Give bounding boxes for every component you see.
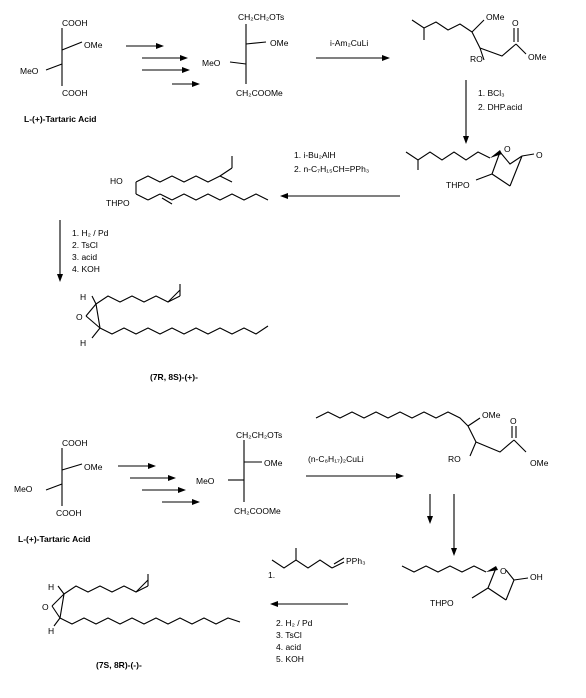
s1-reagent1: i-Am₂CuLi	[330, 38, 368, 48]
s2-inter1-meo: MeO	[196, 476, 215, 486]
s2-reagent1: (n-C₈H₁₇)₂CuLi	[308, 454, 364, 464]
s2-lactol-oh: OH	[530, 572, 543, 582]
s1-epoxide-h-top: H	[80, 292, 86, 302]
scheme1-tartaric-acid: COOH OMe MeO COOH L-(+)-Tartaric Acid	[20, 18, 103, 124]
scheme1: COOH OMe MeO COOH L-(+)-Tartaric Acid CH…	[20, 12, 547, 382]
scheme2-ylide: PPh₃ 1.	[268, 548, 366, 580]
s1-lactone-o-ring: O	[504, 144, 511, 154]
s2-cooh-bottom: COOH	[56, 508, 82, 518]
s1-inter1-meo: MeO	[202, 58, 221, 68]
scheme2-intermediate-ester: OMe RO O OMe	[315, 410, 549, 468]
s1-cooh-top: COOH	[62, 18, 88, 28]
s1-reagent4-step2: 2. TsCl	[72, 240, 98, 250]
s2-lactol-thpo: THPO	[430, 598, 454, 608]
scheme1-arrow-cuprate: i-Am₂CuLi	[316, 38, 390, 61]
s2-inter1-ome: OMe	[264, 458, 283, 468]
s1-start-name: L-(+)-Tartaric Acid	[24, 114, 97, 124]
s2-inter2-ome: OMe	[482, 410, 501, 420]
s2-start-name: L-(+)-Tartaric Acid	[18, 534, 91, 544]
s2-ch2ch2ots: CH₂CH₂OTs	[236, 430, 282, 440]
scheme2-arrow-cuprate: (n-C₈H₁₇)₂CuLi	[306, 454, 404, 479]
s1-epoxide-o: O	[76, 312, 83, 322]
s1-epoxide-h-bottom: H	[80, 338, 86, 348]
scheme1-lactone: O O THPO	[405, 144, 543, 190]
s1-reagent4-step3: 3. acid	[72, 252, 97, 262]
s2-inter2-ro: RO	[448, 454, 461, 464]
s1-inter2-ome-ester: OMe	[528, 52, 547, 62]
s2-ch2coome: CH₂COOMe	[234, 506, 281, 516]
scheme2: COOH OMe MeO COOH L-(+)-Tartaric Acid CH…	[14, 410, 549, 670]
scheme1-intermediate-ester: OMe RO O OMe	[411, 12, 547, 64]
s2-epoxide-h-bottom: H	[48, 626, 54, 636]
s1-reagent3-step1: 1. i-Bu₂AlH	[294, 150, 336, 160]
s1-reagent4-step1: 1. H₂ / Pd	[72, 228, 109, 238]
s1-reagent2-step2: 2. DHP.acid	[478, 102, 523, 112]
s1-inter2-o: O	[512, 18, 519, 28]
s1-alkene-thpo: THPO	[106, 198, 130, 208]
scheme2-arrows-down	[427, 494, 457, 556]
scheme1-alkene-alcohol: HO THPO	[106, 156, 269, 208]
s1-meo: MeO	[20, 66, 39, 76]
s1-inter1-ome: OMe	[270, 38, 289, 48]
scheme2-multistep-arrows	[118, 463, 200, 505]
scheme1-epoxide-product: H O H (7R, 8S)-(+)-	[76, 284, 269, 382]
s2-cooh-top: COOH	[62, 438, 88, 448]
s1-reagent2-step1: 1. BCl₃	[478, 88, 505, 98]
s2-meo: MeO	[14, 484, 33, 494]
s2-reagent2-step3: 3. TsCl	[276, 630, 302, 640]
s2-epoxide-o: O	[42, 602, 49, 612]
s2-epoxide-h-top: H	[48, 582, 54, 592]
s1-reagent3-step2: 2. n-C₇H₁₅CH=PPh₃	[294, 164, 369, 174]
s1-epoxide-name: (7R, 8S)-(+)-	[150, 372, 198, 382]
s1-lactone-thpo: THPO	[446, 180, 470, 190]
s2-lactol-o-ring: O	[500, 566, 507, 576]
s1-reagent4-step4: 4. KOH	[72, 264, 100, 274]
s2-reagent2-step4: 4. acid	[276, 642, 301, 652]
scheme2-arrow-wittig: 2. H₂ / Pd 3. TsCl 4. acid 5. KOH	[270, 601, 348, 664]
scheme1-multistep-arrows	[126, 43, 200, 87]
s1-ch2ch2ots: CH₂CH₂OTs	[238, 12, 284, 22]
s1-cooh-bottom: COOH	[62, 88, 88, 98]
scheme1-arrow-wittig: 1. i-Bu₂AlH 2. n-C₇H₁₅CH=PPh₃	[280, 150, 400, 199]
s1-alkene-ho: HO	[110, 176, 123, 186]
scheme1-arrow-lactonization: 1. BCl₃ 2. DHP.acid	[463, 80, 523, 144]
s1-inter2-ro: RO	[470, 54, 483, 64]
s1-inter2-ome: OMe	[486, 12, 505, 22]
scheme2-lactol: O OH THPO	[401, 565, 543, 608]
s2-inter2-o: O	[510, 416, 517, 426]
s2-reagent2-step5: 5. KOH	[276, 654, 304, 664]
scheme1-arrow-epoxidation: 1. H₂ / Pd 2. TsCl 3. acid 4. KOH	[57, 220, 109, 282]
scheme1-intermediate-tosylate: CH₂CH₂OTs OMe MeO CH₂COOMe	[202, 12, 289, 98]
s2-epoxide-name: (7S, 8R)-(-)-	[96, 660, 142, 670]
s2-ome: OMe	[84, 462, 103, 472]
s1-ome: OMe	[84, 40, 103, 50]
s2-ylide-num: 1.	[268, 570, 275, 580]
s2-ylide-pph3: PPh₃	[346, 556, 366, 566]
s1-lactone-o-carbonyl: O	[536, 150, 543, 160]
scheme2-intermediate-tosylate: CH₂CH₂OTs OMe MeO CH₂COOMe	[196, 430, 283, 516]
s1-ch2coome: CH₂COOMe	[236, 88, 283, 98]
scheme2-tartaric-acid: COOH OMe MeO COOH L-(+)-Tartaric Acid	[14, 438, 103, 544]
s2-reagent2-step2: 2. H₂ / Pd	[276, 618, 313, 628]
s2-inter2-ome-ester: OMe	[530, 458, 549, 468]
scheme2-epoxide-product: H O H (7S, 8R)-(-)-	[42, 574, 241, 670]
